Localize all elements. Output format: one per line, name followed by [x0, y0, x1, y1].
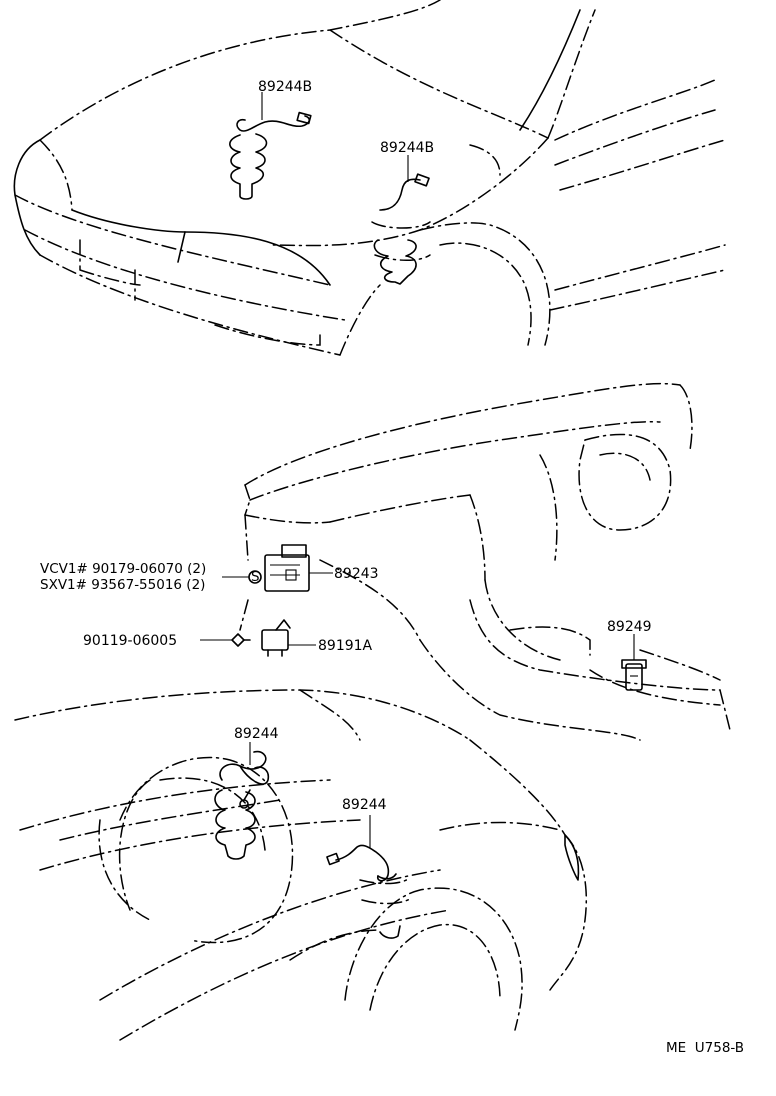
interior-view: S: [200, 382, 731, 741]
label-bolt: 90119-06005: [83, 633, 177, 649]
computer-unit-89243: [264, 544, 310, 592]
label-rear-cable-left: 89244: [234, 726, 279, 742]
rear-cable-right-89244: [326, 844, 397, 882]
front-car-view: [13, 0, 726, 356]
svg-text:S: S: [251, 569, 260, 585]
label-hood-cable: 89244B: [258, 79, 312, 95]
relay-89191A: [261, 619, 291, 657]
label-computer: 89243: [334, 566, 379, 582]
label-fender-cable: 89244B: [380, 140, 434, 156]
label-computer-line1: VCV1# 90179-06070 (2): [40, 561, 206, 577]
label-computer-line2: SXV1# 93567-55016 (2): [40, 577, 205, 593]
label-rear-cable-right: 89244: [342, 797, 387, 813]
rear-cable-left-89244: [214, 750, 270, 860]
switch-89249: [621, 659, 647, 691]
bolt-90119-06005: [231, 633, 251, 647]
figure-code: ME U758-B: [666, 1040, 744, 1056]
label-relay: 89191A: [318, 638, 373, 654]
label-switch: 89249: [607, 619, 652, 635]
part-labels: 89244B 89244B VCV1# 90179-06070 (2) SXV1…: [40, 79, 744, 1056]
rear-car-view: [14, 689, 588, 1041]
